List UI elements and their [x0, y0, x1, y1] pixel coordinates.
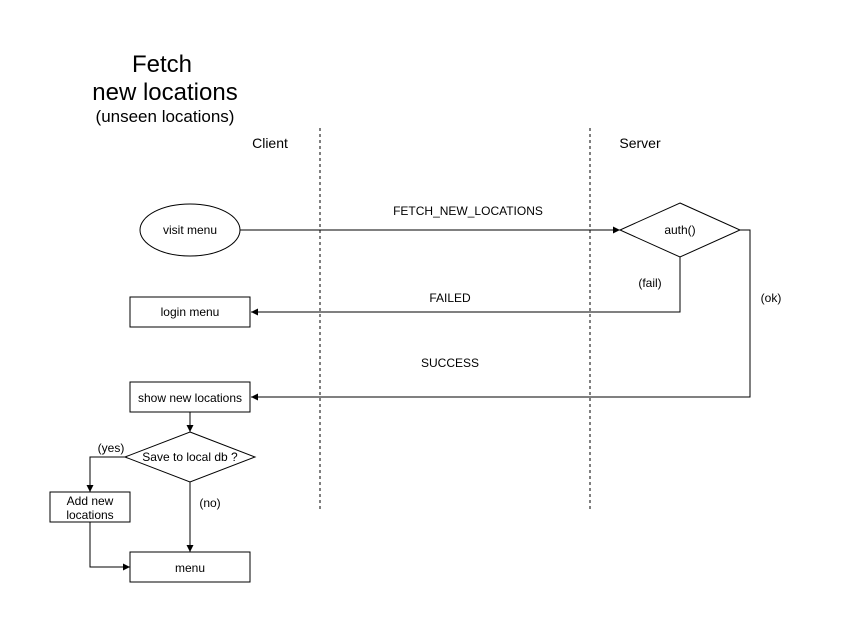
- ok-label: (ok): [761, 291, 782, 305]
- lane-label-client: Client: [252, 135, 288, 151]
- success-arrow: [251, 229, 751, 401]
- login-menu-label: login menu: [161, 305, 220, 319]
- add-new-locations-label-line1: Add new: [67, 494, 114, 508]
- diagram-title-line1: Fetch: [132, 51, 192, 78]
- add-to-menu-arrow: [89, 522, 130, 571]
- add-new-locations-node: [49, 491, 131, 523]
- yes-label: (yes): [98, 441, 125, 455]
- menu-node: [129, 551, 251, 583]
- failed-arrow: [251, 257, 681, 316]
- failed-label: FAILED: [429, 291, 471, 305]
- fetch-label: FETCH_NEW_LOCATIONS: [393, 204, 543, 218]
- diagram-title-line2: new locations: [92, 79, 237, 106]
- no-label: (no): [199, 496, 220, 510]
- lane-label-server: Server: [619, 135, 661, 151]
- auth-label: auth(): [664, 223, 695, 237]
- yes-arrow: [86, 456, 125, 492]
- login-menu-node: [129, 296, 251, 328]
- diagram-subtitle: (unseen locations): [96, 107, 235, 126]
- show-new-locations-node: [129, 381, 251, 413]
- add-new-locations-label-line2: locations: [66, 508, 113, 522]
- show-new-locations-label: show new locations: [138, 391, 242, 405]
- success-label: SUCCESS: [421, 356, 479, 370]
- fail-label: (fail): [638, 276, 661, 290]
- menu-label: menu: [175, 561, 205, 575]
- visit-menu-label: visit menu: [163, 223, 217, 237]
- save-decision-label: Save to local db ?: [142, 450, 238, 464]
